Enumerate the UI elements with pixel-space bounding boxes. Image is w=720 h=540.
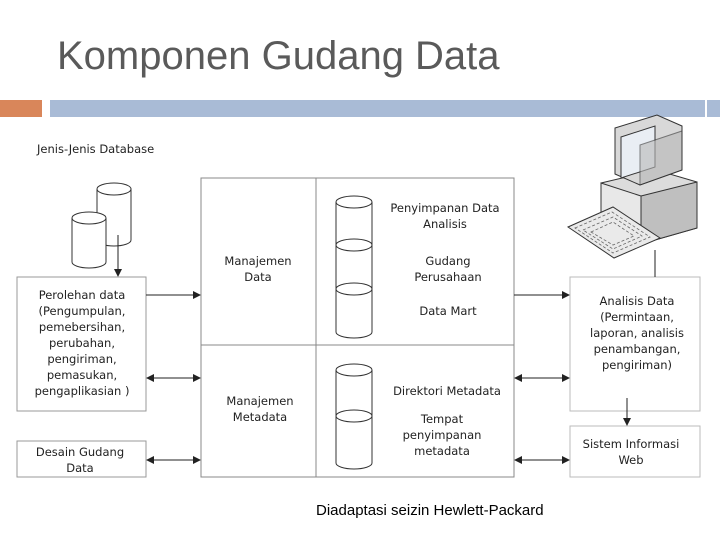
metadata-storage-label: Tempat penyimpanan metadata [402,412,482,458]
acquisition-label: Perolehan data (Pengumpulan, pemebersiha… [34,288,130,398]
acquisition-box [16,276,147,412]
database-cylinder-icon [71,211,107,269]
metadata-directory-label: Direktori Metadata [393,384,501,398]
web-info-label: Sistem Informasi Web [582,437,680,467]
design-label: Desain Gudang Data [35,445,125,475]
data-analysis-label: Analisis Data (Permintaan, laporan, anal… [590,294,684,372]
page-title: Komponen Gudang Data [57,34,500,78]
database-cylinder-icon [335,363,373,470]
web-info-box [569,425,701,478]
data-management-label: Manajemen Data [224,254,292,284]
source-caption: Diadaptasi seizin Hewlett-Packard [316,502,544,519]
database-cylinder-icon [335,195,373,339]
design-box [16,440,147,478]
accent-bar-divider [705,100,707,117]
enterprise-warehouse-label: Gudang Perusahaan [414,254,482,284]
accent-bar-orange [0,100,42,117]
accent-bar-blue [50,100,720,117]
analysis-storage-label: Penyimpanan Data Analisis [390,201,500,231]
analysis-box [569,276,701,412]
data-mart-label: Data Mart [419,304,477,318]
desktop-computer-icon [566,114,698,259]
db-types-label: Jenis-Jenis Database [37,142,155,156]
metadata-management-label: Manajemen Metadata [226,394,294,424]
